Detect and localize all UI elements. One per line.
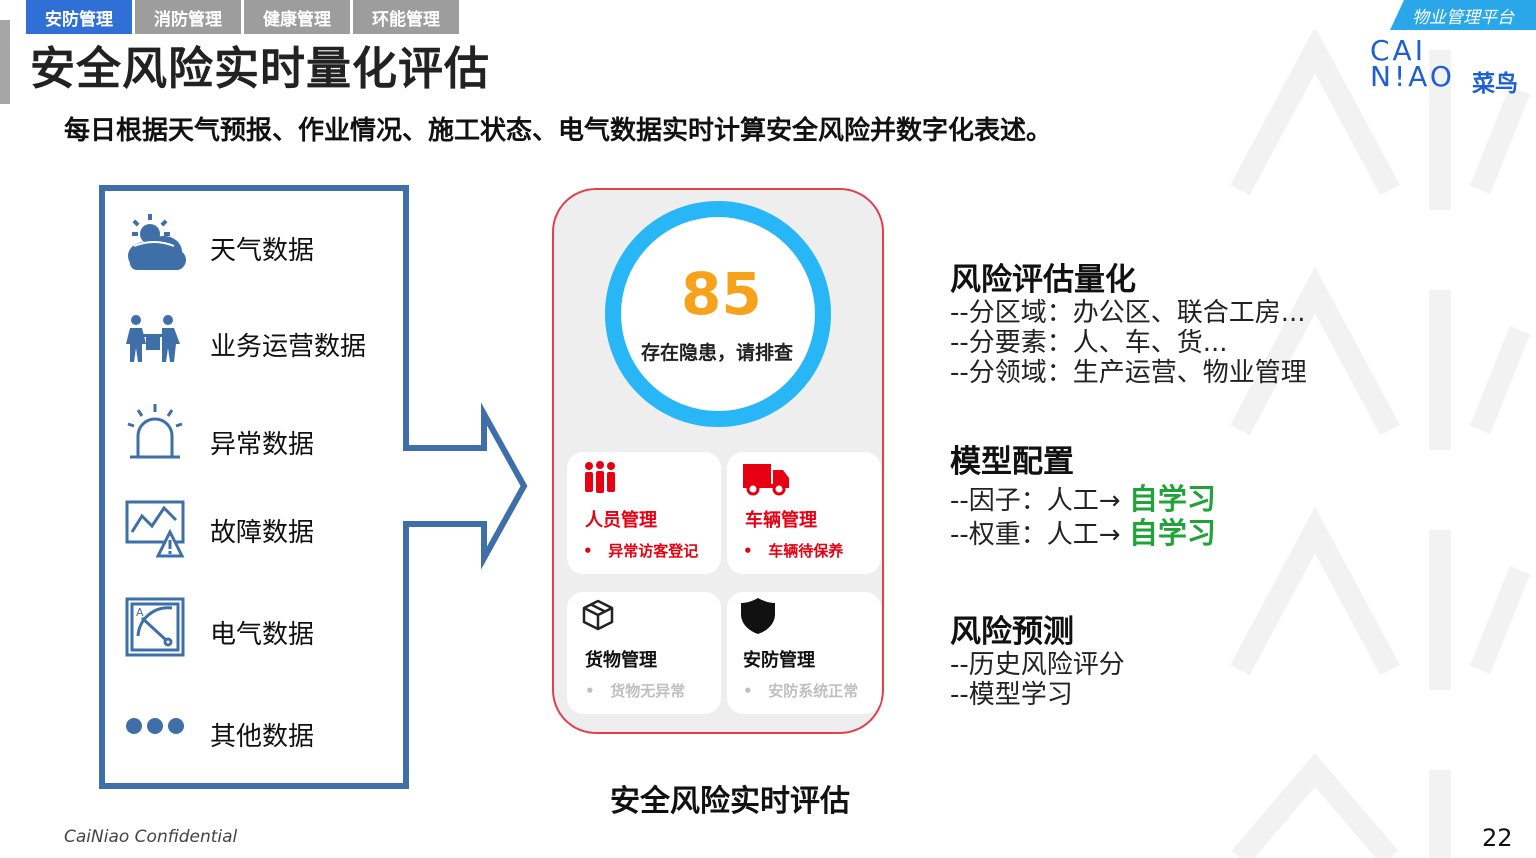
- data-sources-frame: [99, 185, 528, 789]
- section-heading-model-config: 模型配置: [950, 444, 1074, 480]
- logo-text-line2: N!AO: [1370, 60, 1455, 93]
- tab-security[interactable]: 安防管理: [26, 0, 132, 34]
- shield-icon: [741, 598, 775, 634]
- weather-icon: [128, 214, 186, 270]
- truck-icon: [743, 464, 789, 496]
- fault-warning-icon: [125, 500, 185, 558]
- tab-energy[interactable]: 环能管理: [353, 0, 459, 34]
- confidential-footer: CaiNiao Confidential: [64, 827, 238, 847]
- tab-health[interactable]: 健康管理: [244, 0, 350, 34]
- module-tabs: 安防管理 消防管理 健康管理 环能管理: [26, 0, 459, 34]
- page-subtitle: 每日根据天气预报、作业情况、施工状态、电气数据实时计算安全风险并数字化表述。: [64, 116, 1053, 146]
- tile-title: 货物管理: [585, 650, 657, 671]
- tile-title: 人员管理: [585, 510, 657, 531]
- workers-icon: [126, 315, 180, 362]
- data-source-label: 天气数据: [210, 236, 315, 266]
- logo-text-cn: 菜鸟: [1472, 71, 1518, 97]
- self-learning-highlight: 自学习: [1128, 482, 1216, 516]
- risk-quant-line: --分要素：人、车、货...: [950, 328, 1228, 358]
- card-caption: 安全风险实时评估: [610, 784, 850, 819]
- platform-label: 物业管理平台: [1390, 0, 1536, 30]
- tile-title: 车辆管理: [745, 510, 817, 531]
- tile-goods[interactable]: 货物管理 • 货物无异常: [567, 592, 721, 714]
- data-source-label: 其他数据: [210, 722, 315, 752]
- tile-status-item: • 安防系统正常: [743, 682, 859, 700]
- data-source-label: 异常数据: [210, 430, 315, 460]
- tile-status-item: • 异常访客登记: [583, 542, 699, 560]
- model-config-line: --权重：人工→ 自学习: [950, 516, 1216, 550]
- tile-status-item: • 货物无异常: [585, 682, 686, 700]
- page-number: 22: [1482, 824, 1513, 852]
- data-source-label: 电气数据: [210, 620, 315, 650]
- meter-icon: A: [125, 597, 185, 657]
- people-icon: [585, 461, 615, 493]
- logo-text-line1: CAI: [1370, 34, 1426, 67]
- risk-status-text: 存在隐患，请排查: [640, 342, 793, 364]
- risk-quant-line: --分领域：生产运营、物业管理: [950, 358, 1307, 388]
- tile-title: 安防管理: [743, 650, 815, 671]
- data-source-label: 业务运营数据: [210, 332, 367, 362]
- svg-text:A: A: [136, 606, 144, 619]
- background-watermark: [1230, 30, 1531, 858]
- title-accent-bar: [0, 20, 10, 104]
- more-dots-icon: [126, 718, 184, 734]
- section-heading-risk-quant: 风险评估量化: [950, 262, 1136, 298]
- self-learning-highlight: 自学习: [1128, 516, 1216, 550]
- score-ring: [605, 201, 831, 427]
- tile-status-item: • 车辆待保养: [743, 542, 844, 560]
- risk-quant-line: --分区域：办公区、联合工房...: [950, 298, 1306, 328]
- risk-predict-line: --历史风险评分: [950, 650, 1125, 680]
- box-icon: [582, 599, 614, 631]
- alarm-icon: [127, 404, 183, 459]
- risk-score-value: 85: [681, 260, 762, 328]
- model-config-line: --因子：人工→ 自学习: [950, 482, 1216, 516]
- page-title: 安全风险实时量化评估: [30, 42, 491, 95]
- tile-vehicles[interactable]: 车辆管理 • 车辆待保养: [727, 452, 881, 574]
- section-heading-risk-predict: 风险预测: [950, 614, 1074, 650]
- risk-predict-line: --模型学习: [950, 680, 1073, 710]
- tile-personnel[interactable]: 人员管理 • 异常访客登记: [567, 452, 721, 574]
- tile-security[interactable]: 安防管理 • 安防系统正常: [727, 592, 881, 714]
- tab-fire[interactable]: 消防管理: [135, 0, 241, 34]
- data-source-label: 故障数据: [210, 518, 315, 548]
